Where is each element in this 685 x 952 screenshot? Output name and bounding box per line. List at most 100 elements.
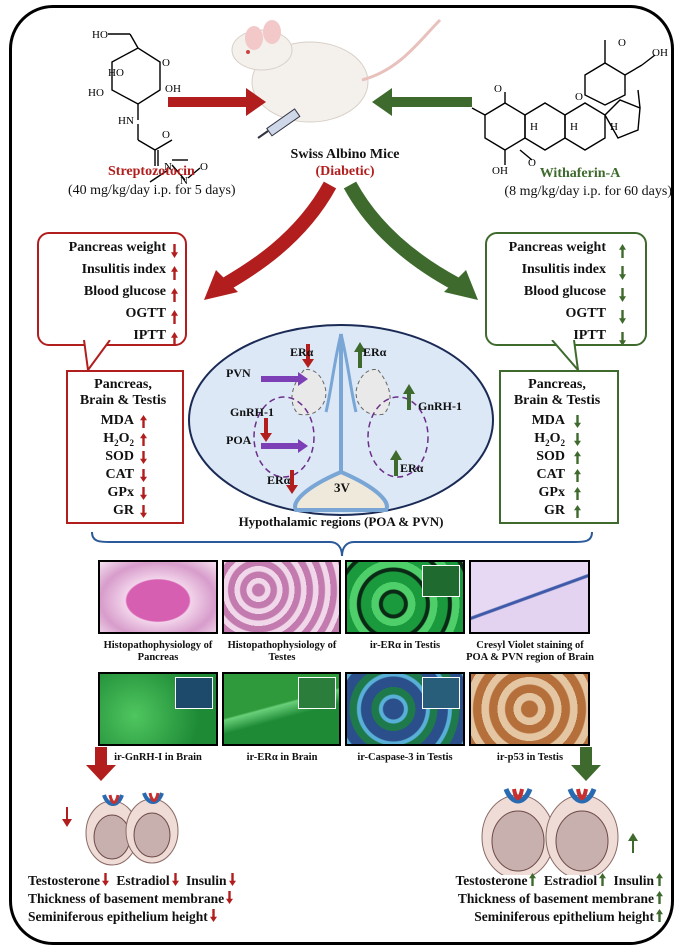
left-box2-row-5: GR — [66, 503, 176, 521]
svg-text:H: H — [570, 121, 578, 133]
left-drug-dose: (40 mg/kg/day i.p. for 5 days) — [68, 183, 236, 198]
left-box2-row-3: CAT — [66, 467, 176, 485]
svg-text:H: H — [530, 121, 538, 133]
left-box2-row-1: H2O2 — [66, 431, 176, 449]
svg-text:N: N — [164, 161, 172, 173]
green-down-arrow-icon — [571, 747, 601, 781]
left-box-1 — [37, 232, 187, 346]
right-box-2 — [499, 370, 619, 524]
era-poa-down-icon — [286, 470, 298, 494]
era-poa-up-icon — [390, 450, 402, 476]
br-height-arrow-icon — [654, 909, 667, 924]
arrow-down-icon — [140, 469, 147, 482]
green-arrow-to-mouse-icon — [372, 88, 472, 116]
era-testis-image — [345, 560, 465, 634]
svg-text:OH: OH — [165, 83, 181, 95]
svg-text:N: N — [180, 175, 188, 187]
syringe-icon — [257, 108, 301, 139]
bottom-right-line3: Seminiferous epithelium height — [455, 908, 667, 926]
ventricle-label: 3V — [334, 480, 350, 495]
caption-testes-line2: Testes — [268, 652, 296, 663]
bl-thickness: Thickness of basement membrane — [28, 891, 225, 906]
svg-text:HO: HO — [88, 87, 104, 99]
caption-p53-line1: ir-p53 in Testis — [496, 752, 564, 763]
bl-insulin: Insulin — [186, 873, 227, 888]
red-arrow-to-mouse-icon — [168, 88, 266, 116]
gnrh-up-icon — [403, 384, 415, 410]
right-box2-item-2: SOD — [536, 449, 565, 464]
pvn-arrow-icon — [261, 372, 308, 386]
br-insulin: Insulin — [613, 873, 654, 888]
arrow-up-icon — [171, 266, 178, 280]
poa-label: POA — [226, 433, 252, 447]
bl-testosterone-arrow-icon — [100, 873, 113, 888]
arrow-up-icon — [656, 873, 663, 886]
svg-text:O: O — [494, 83, 502, 95]
center-subtitle: (Diabetic) — [315, 164, 375, 179]
era-brain-inset — [298, 677, 336, 709]
right-box1-item-4: IPTT — [573, 328, 606, 343]
arrow-up-icon — [171, 332, 178, 346]
arrow-down-icon — [226, 891, 234, 904]
bottom-illustrations — [62, 747, 638, 875]
histo-pancreas-image — [98, 560, 218, 634]
outer-frame — [9, 5, 674, 945]
era-brain-image — [222, 672, 341, 746]
left-box2-item-2: SOD — [105, 449, 134, 464]
arrow-up-icon — [140, 415, 147, 428]
right-box1-item-1: Insulitis index — [521, 262, 606, 277]
gnrh-left-label: GnRH-1 — [230, 405, 275, 419]
era-top-right-label: ERα — [363, 345, 387, 359]
left-box2-title-line1: Pancreas, — [94, 377, 152, 392]
gnrh-right-label: GnRH-1 — [418, 399, 463, 413]
left-box2-row-4: GPx — [66, 485, 176, 503]
left-box2-item-4: GPx — [107, 485, 134, 500]
bottom-left-line3: Seminiferous epithelium height — [28, 908, 240, 926]
right-box2-title-line2: Brain & Testis — [513, 393, 601, 408]
br-testosterone-arrow-icon — [527, 873, 540, 888]
svg-text:OH: OH — [492, 165, 508, 177]
svg-text:H: H — [610, 121, 618, 133]
bottom-right-line2: Thickness of basement membrane — [455, 890, 667, 908]
arrow-down-icon — [619, 266, 626, 280]
bl-estradiol-arrow-icon — [170, 873, 183, 888]
caption-pancreas-line2: Pancreas — [137, 652, 179, 663]
hypothalamus-caption: Hypothalamic regions (POA & PVN) — [238, 514, 444, 529]
bl-height-arrow-icon — [208, 909, 221, 924]
caption-era-brain: ir-ERα in Brain — [216, 752, 348, 764]
left-box1-item-2: Blood glucose — [83, 284, 166, 299]
left-box2-title: Pancreas, Brain & Testis — [66, 377, 180, 409]
p53-testis-image — [469, 672, 590, 746]
left-box2-item-5: GR — [113, 503, 134, 518]
right-drug-name: Withaferin-A — [539, 166, 621, 181]
bracket-icon — [91, 531, 593, 557]
arrow-up-icon — [574, 505, 581, 518]
caption-cresyl-line1: Cresyl Violet staining of — [476, 640, 584, 651]
right-box2-item-1: H2O2 — [534, 431, 565, 448]
hypothalamus-diagram — [188, 324, 494, 516]
caption-cresyl-line2: POA & PVN region of Brain — [466, 652, 594, 663]
arrow-down-icon — [171, 873, 179, 886]
right-box2-row-5: GR — [499, 503, 609, 521]
left-box2-item-3: CAT — [105, 467, 134, 482]
caspase-testis-inset — [422, 677, 460, 709]
era-up-icon — [354, 342, 366, 368]
gnrh-brain-image — [98, 672, 218, 746]
left-box-2 — [66, 370, 184, 524]
right-box2-item-3: CAT — [536, 467, 565, 482]
caption-testes-line1: Histopathophysiology of — [227, 640, 337, 651]
left-box1-item-1: Insulitis index — [81, 262, 166, 277]
bl-testosterone: Testosterone — [28, 873, 100, 888]
right-box2-item-5: GR — [544, 503, 565, 518]
arrow-down-icon — [228, 873, 236, 886]
left-box2-item-1: H2O2 — [103, 431, 134, 448]
left-box2-title-line2: Brain & Testis — [79, 393, 167, 408]
arrow-up-icon — [171, 310, 178, 324]
arrow-up-icon — [574, 469, 581, 482]
poa-arrow-icon — [261, 439, 308, 453]
red-down-arrow-icon — [86, 747, 116, 781]
arrow-down-icon — [140, 505, 147, 518]
svg-text:O: O — [162, 57, 170, 69]
